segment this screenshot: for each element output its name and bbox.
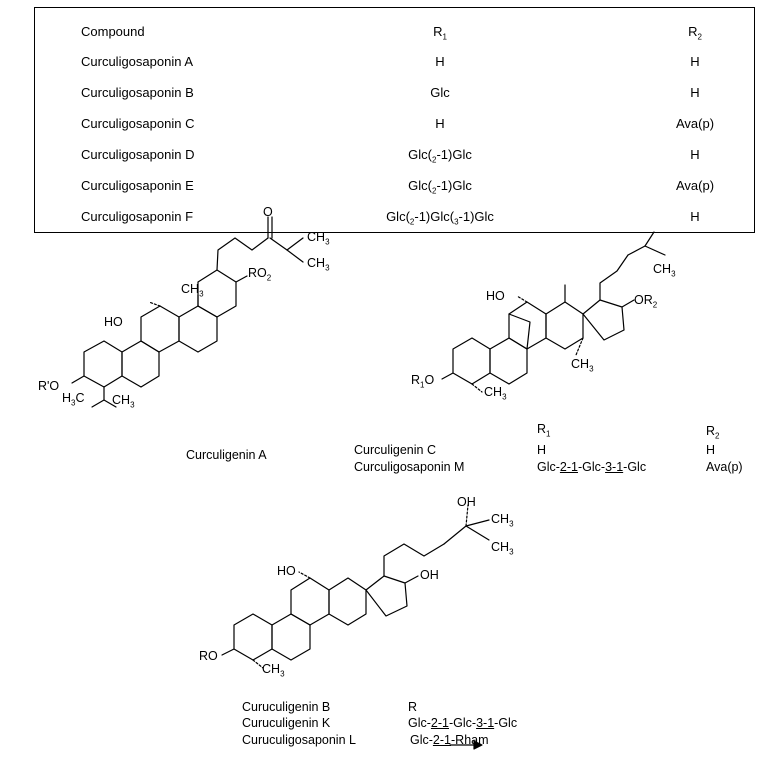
- table-row: Curculigosaponin C H Ava(p): [35, 113, 754, 135]
- ring-c: [290, 577, 330, 626]
- compound-name: Curculigosaponin A: [81, 54, 194, 69]
- struct-a-ro-label: R'O: [38, 379, 60, 393]
- r1-value: Glc(2-1)Glc: [408, 147, 472, 165]
- table-row: Curculigosaponin B Glc H: [35, 82, 754, 104]
- structure-a-bonds: [71, 216, 304, 408]
- compound-name: Curculigosaponin E: [81, 178, 194, 193]
- ring-a: [83, 340, 123, 388]
- table-row: Curculigosaponin E Glc(2-1)Glc Ava(p): [35, 175, 754, 197]
- struct-b-ch3-2-label: CH3: [491, 540, 514, 557]
- struct-c-row-r1: Glc-2-1-Glc-3-1-Glc: [537, 460, 647, 474]
- struct-b-ch3-low-label: CH3: [262, 662, 285, 679]
- struct-c-header-r2: R2: [706, 424, 720, 441]
- compound-name: Curculigosaponin F: [81, 209, 194, 224]
- compound-name: Curculigosaponin B: [81, 85, 194, 100]
- r2-value: H: [690, 147, 700, 162]
- struct-b-row-r: Glc-2-1-Rham: [410, 733, 489, 747]
- r1-value: H: [435, 116, 445, 131]
- r2-value: H: [690, 209, 700, 224]
- structure-b-bonds: [221, 504, 490, 669]
- structure-c-bonds: [441, 231, 666, 393]
- struct-c-header-r1: R1: [537, 422, 551, 439]
- table-row: Curculigosaponin D Glc(2-1)Glc H: [35, 144, 754, 166]
- struct-c-row-r1: H: [537, 443, 547, 457]
- r1-value: Glc: [430, 85, 450, 100]
- struct-b-ho-label: HO: [277, 564, 296, 578]
- header-compound: Compound: [81, 24, 145, 39]
- struct-a-ch3-bottom-label: CH3: [307, 256, 330, 273]
- struct-c-row-r2: Ava(p): [706, 460, 743, 474]
- struct-b-header-r: R: [408, 700, 418, 714]
- struct-c-ch3-top-label: CH3: [653, 262, 676, 279]
- struct-b-row-name: Curuculigosaponin L: [242, 733, 356, 747]
- struct-a-ch3-gem-label: CH3: [112, 393, 135, 410]
- ring-a: [233, 613, 273, 661]
- struct-c-row-r2: H: [706, 443, 716, 457]
- struct-a-ro2-label: RO2: [248, 266, 272, 283]
- header-r2: R2: [688, 24, 702, 42]
- struct-c-ch3-low-label: CH3: [484, 385, 507, 402]
- r2-value: Ava(p): [675, 178, 715, 193]
- struct-b-row-name: Curuculigenin B: [242, 700, 331, 714]
- struct-c-row-name: Curculigosaponin M: [354, 460, 465, 474]
- struct-a-ch3-top-label: CH3: [307, 230, 330, 247]
- ring-b: [271, 613, 311, 661]
- r1-value: Glc(2-1)Glc: [408, 178, 472, 196]
- struct-a-ho-label: HO: [104, 315, 123, 329]
- struct-c-r1o-label: R1O: [411, 373, 435, 390]
- r2-value: H: [690, 54, 700, 69]
- struct-a-ketone-o-label: O: [263, 205, 273, 219]
- compound-table: Compound R1 R2 Curculigosaponin A H H Cu…: [34, 7, 755, 233]
- ring-e: [365, 575, 408, 617]
- struct-c-row-name: Curculigenin C: [354, 443, 436, 457]
- ring-b: [121, 340, 160, 388]
- struct-a-h3c-label: H3C: [62, 391, 85, 408]
- struct-b-ch3-1-label: CH3: [491, 512, 514, 529]
- struct-c-ch3-mid-label: CH3: [571, 357, 594, 374]
- r1-value: H: [435, 54, 445, 69]
- r2-value: H: [690, 85, 700, 100]
- r2-value: Ava(p): [675, 116, 715, 131]
- struct-b-row-r: Glc-2-1-Glc-3-1-Glc: [408, 716, 518, 730]
- rham-arrow-head: [473, 740, 483, 750]
- ring-e: [582, 299, 625, 341]
- struct-b-oh-ring-label: OH: [420, 568, 439, 582]
- struct-a-caption: Curculigenin A: [186, 448, 267, 462]
- ring-b: [489, 337, 528, 385]
- ring-d: [178, 305, 218, 353]
- ring-d: [328, 577, 367, 626]
- struct-a-methyl-label: CH3: [181, 282, 204, 299]
- ring-c: [140, 305, 180, 353]
- struct-c-or2-label: OR2: [634, 293, 658, 310]
- struct-c-ho-label: HO: [486, 289, 505, 303]
- struct-b-ro-label: RO: [199, 649, 218, 663]
- header-r1: R1: [433, 24, 447, 42]
- r1-value: Glc(2-1)Glc(3-1)Glc: [386, 209, 494, 227]
- ring-d: [545, 301, 584, 350]
- compound-name: Curculigosaponin D: [81, 147, 195, 162]
- struct-b-row-name: Curuculigenin K: [242, 716, 331, 730]
- table-row: Curculigosaponin F Glc(2-1)Glc(3-1)Glc H: [35, 206, 754, 228]
- ring-a: [452, 337, 491, 385]
- table-row: Curculigosaponin A H H: [35, 51, 754, 73]
- table-header-row: Compound R1 R2: [35, 21, 754, 43]
- struct-b-oh-top-label: OH: [457, 495, 476, 509]
- compound-name: Curculigosaponin C: [81, 116, 195, 131]
